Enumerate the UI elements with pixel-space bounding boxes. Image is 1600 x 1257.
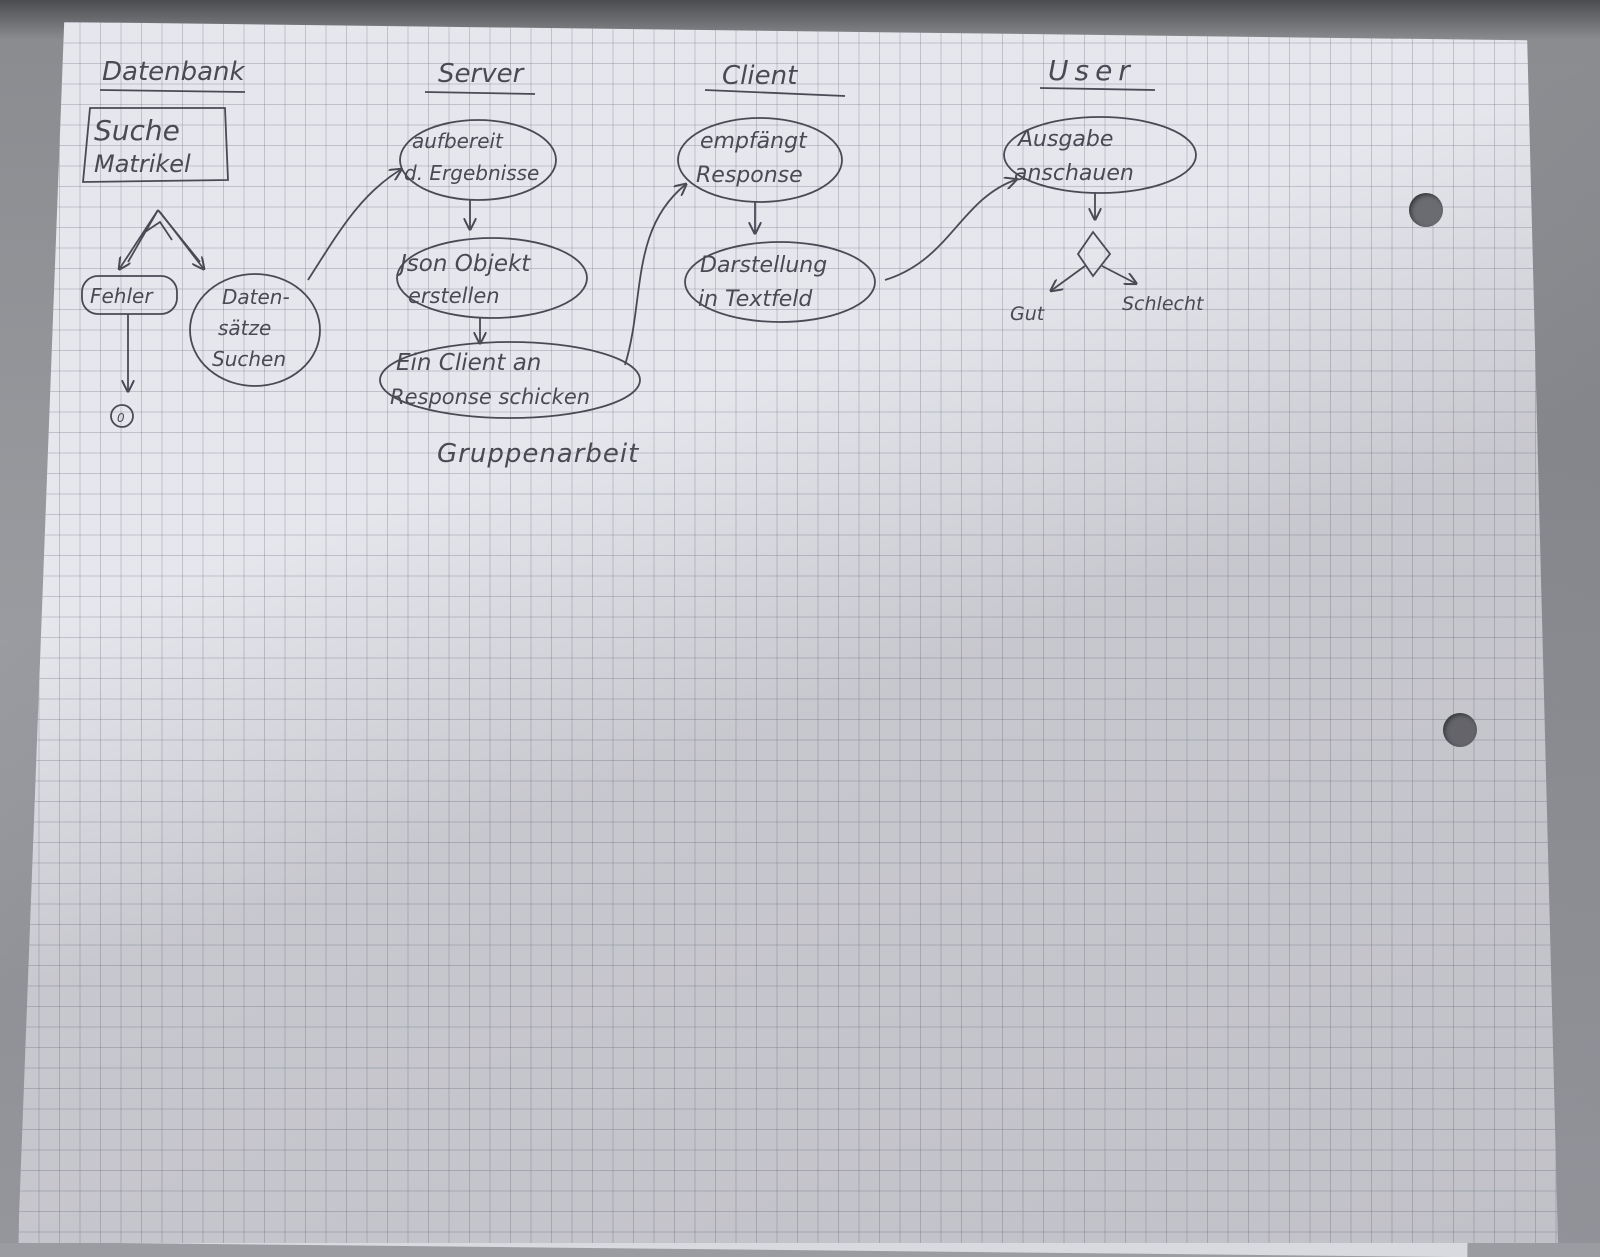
aufbereit-label-2: d. Ergebnisse xyxy=(404,161,539,185)
suche-label: Suche xyxy=(94,114,180,147)
end-node-label: 0 xyxy=(117,411,125,425)
empfaengt-label-2: Response xyxy=(696,163,803,188)
ausgabe-label-1: Ausgabe xyxy=(1016,127,1113,152)
suche-matrikel-box xyxy=(82,107,229,183)
lane-underline-server xyxy=(424,91,536,95)
lane-underline-client xyxy=(704,89,846,97)
datensaetze-label-2: sätze xyxy=(218,316,271,340)
arrow-to-fehler xyxy=(120,209,159,268)
empfaengt-label-1: empfängt xyxy=(700,129,808,154)
aufbereit-node xyxy=(399,119,557,201)
matrikel-label: Matrikel xyxy=(94,150,191,178)
punch-hole-top xyxy=(1409,193,1443,227)
arrow-decision-to-schlecht xyxy=(1101,265,1135,283)
datensaetze-label-3: Suchen xyxy=(212,347,286,371)
punch-hole-bottom xyxy=(1443,713,1477,747)
schlecht-label: Schlecht xyxy=(1122,293,1205,315)
json-objekt-node xyxy=(396,237,588,319)
arrow-darstellung-to-ausgabe xyxy=(884,180,1015,281)
response-label-1: Ein Client an xyxy=(396,350,541,376)
arrow-datensaetze-to-aufbereit xyxy=(307,170,400,281)
arrow-decision-to-gut xyxy=(1052,265,1086,290)
gruppenarbeit-note: Gruppenarbeit xyxy=(437,439,639,469)
datensaetze-node xyxy=(189,273,321,387)
arrow-response-to-client xyxy=(624,185,685,366)
datensaetze-label-1: Daten- xyxy=(222,285,290,309)
arrow-to-datensaetze xyxy=(159,211,203,268)
ausgabe-label-2: anschauen xyxy=(1014,161,1134,186)
lane-title-datenbank: Datenbank xyxy=(102,57,246,87)
json-label-1: Json Objekt xyxy=(396,251,531,277)
lane-title-client: Client xyxy=(722,61,798,91)
gut-label: Gut xyxy=(1010,303,1046,325)
response-label-2: Response schicken xyxy=(390,385,590,409)
json-label-2: erstellen xyxy=(408,284,500,308)
response-schicken-node xyxy=(379,341,641,419)
darstellung-label-1: Darstellung xyxy=(700,253,827,278)
grid-paper-sheet xyxy=(18,22,1558,1243)
lane-title-user: User xyxy=(1048,54,1136,87)
lane-underline-user xyxy=(1039,87,1156,91)
fehler-node xyxy=(81,275,178,315)
darstellung-label-2: in Textfeld xyxy=(698,287,813,312)
lane-title-server: Server xyxy=(438,59,526,89)
aufbereit-label-1: aufbereit xyxy=(412,129,504,153)
lane-underline-datenbank xyxy=(99,89,246,93)
darstellung-node xyxy=(684,241,876,323)
fehler-label: Fehler xyxy=(90,284,154,308)
empfaengt-response-node xyxy=(677,117,843,203)
end-node xyxy=(110,404,134,428)
decision-diamond-user xyxy=(1076,230,1112,278)
ausgabe-anschauen-node xyxy=(1003,116,1197,194)
